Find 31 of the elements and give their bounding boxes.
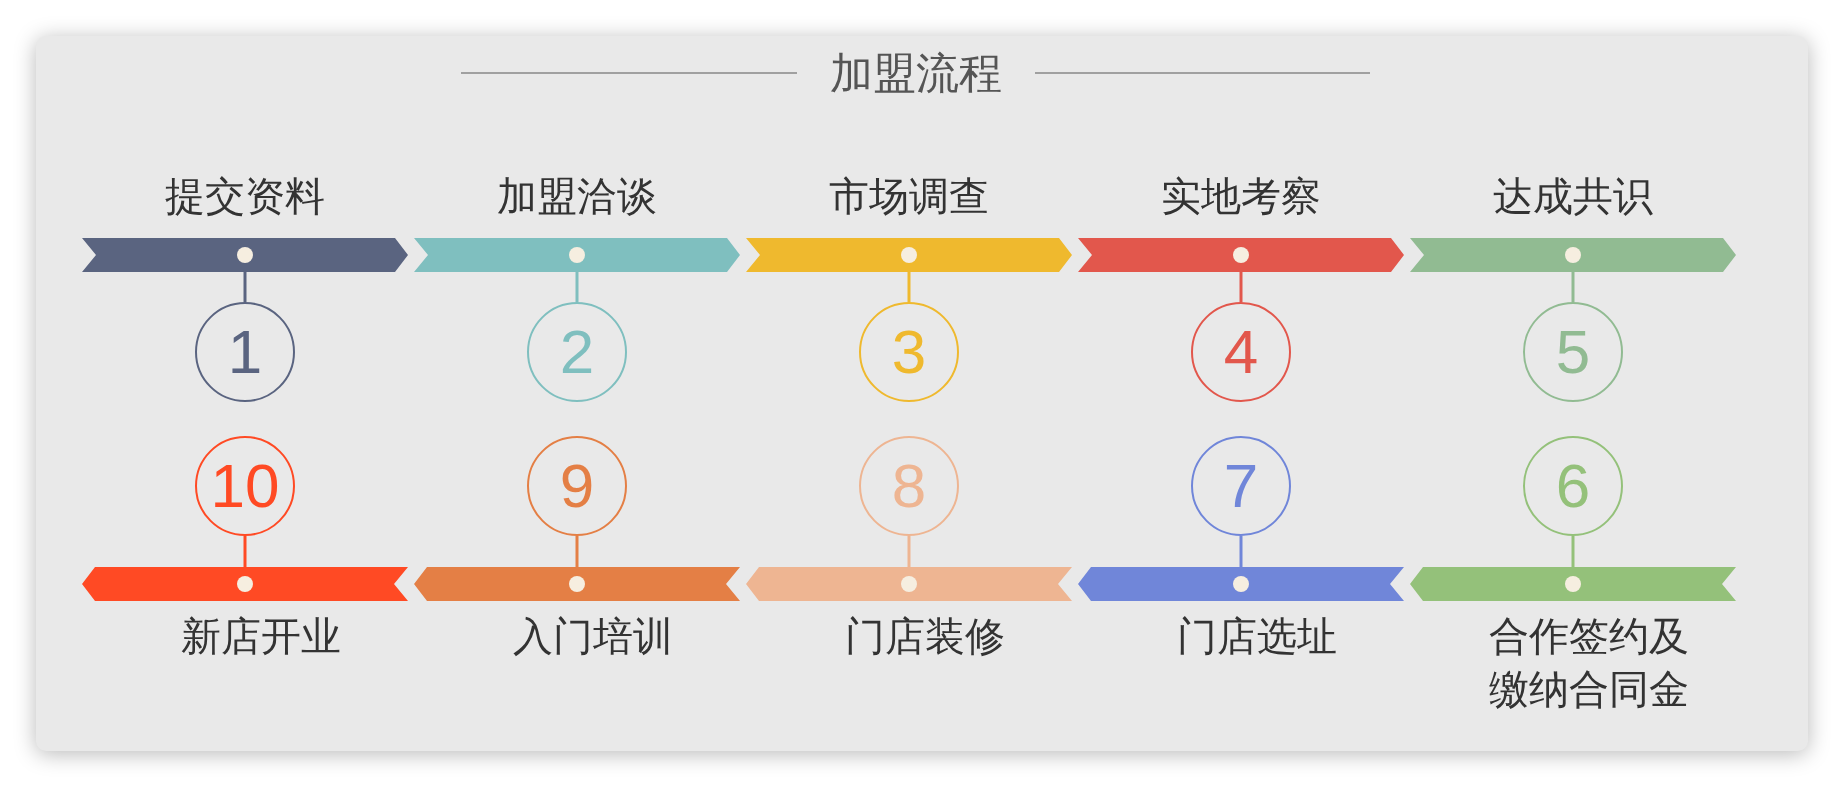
connector-line xyxy=(1239,272,1243,302)
number-circle: 1 xyxy=(195,302,295,402)
number-circle: 9 xyxy=(527,436,627,536)
step-label: 门店选址 xyxy=(1177,612,1337,661)
connector-line xyxy=(1571,272,1575,302)
step-label: 新店开业 xyxy=(181,612,341,661)
step-label: 达成共识 xyxy=(1493,172,1653,220)
step-label: 提交资料 xyxy=(165,172,325,220)
number-circle: 2 xyxy=(527,302,627,402)
step-label: 合作签约及缴纳合同金 xyxy=(1488,612,1690,714)
number-circle: 7 xyxy=(1191,436,1291,536)
number-circle: 8 xyxy=(859,436,959,536)
connector-line xyxy=(243,536,247,567)
connector-line xyxy=(907,272,911,302)
connector-line xyxy=(243,272,247,302)
connector-line xyxy=(1571,536,1575,567)
number-circle: 3 xyxy=(859,302,959,402)
step-label: 实地考察 xyxy=(1161,172,1321,220)
connector-line xyxy=(575,536,579,567)
step-label: 门店装修 xyxy=(845,612,1005,661)
step-label: 入门培训 xyxy=(513,612,673,661)
connector-line xyxy=(1239,536,1243,567)
connector-line xyxy=(907,536,911,567)
connector-line xyxy=(575,272,579,302)
step-label: 市场调查 xyxy=(829,172,989,220)
number-circle: 4 xyxy=(1191,302,1291,402)
step-label: 加盟洽谈 xyxy=(497,172,657,220)
number-circle: 5 xyxy=(1523,302,1623,402)
number-circle: 10 xyxy=(195,436,295,536)
number-circle: 6 xyxy=(1523,436,1623,536)
title: 加盟流程 xyxy=(830,52,1002,95)
